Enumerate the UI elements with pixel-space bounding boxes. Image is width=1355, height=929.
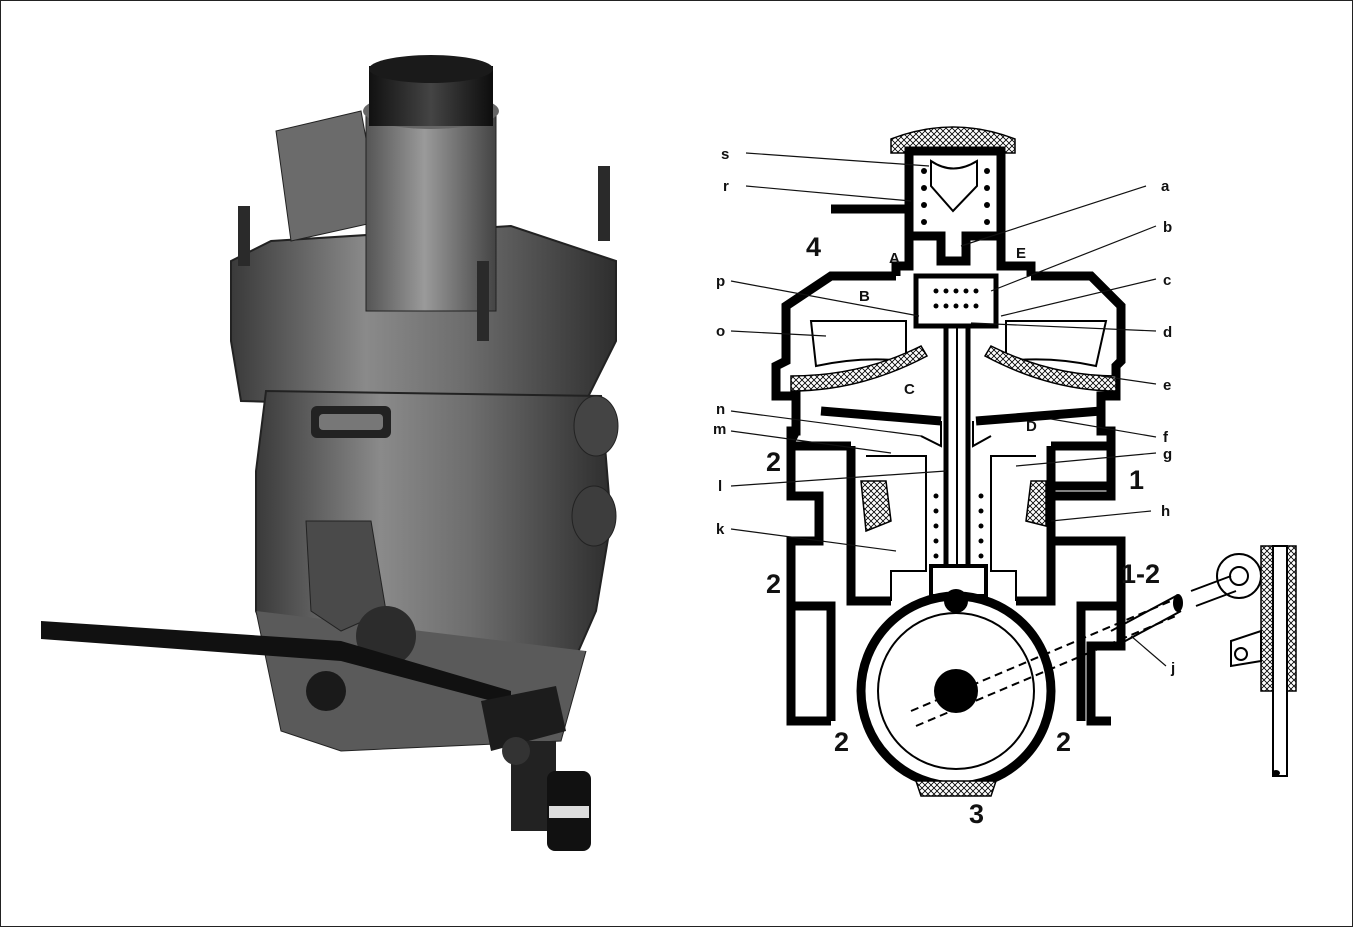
- part-label-m: m: [713, 421, 726, 438]
- chamber-label-E: E: [1016, 245, 1026, 262]
- part-label-e: e: [1163, 377, 1171, 394]
- part-label-c: c: [1163, 272, 1171, 289]
- port-label-1: 1: [1129, 465, 1144, 495]
- leader-lines: [730, 152, 1167, 667]
- part-label-j: j: [1170, 660, 1175, 677]
- chamber-label-C: C: [904, 381, 915, 398]
- spring-housing: [904, 146, 1006, 266]
- valve-cross-section-diagram: s r a b c d e f g h j k l m n o p A B C …: [713, 126, 1297, 829]
- chamber-label-B: B: [859, 288, 870, 305]
- port-label-3: 3: [969, 799, 984, 829]
- port-label-2-middle: 2: [766, 569, 781, 599]
- part-label-f: f: [1163, 429, 1169, 446]
- part-label-r: r: [723, 178, 729, 195]
- port-label-2-upper: 2: [766, 447, 781, 477]
- part-label-o: o: [716, 323, 725, 340]
- part-label-n: n: [716, 401, 725, 418]
- part-label-a: a: [1161, 178, 1170, 195]
- part-label-d: d: [1163, 324, 1172, 341]
- part-label-l: l: [718, 478, 722, 495]
- part-label-p: p: [716, 273, 725, 290]
- valve-photo: [41, 55, 619, 851]
- port-label-1-2: 1-2: [1121, 559, 1160, 589]
- port-label-2-bottom-left: 2: [834, 727, 849, 757]
- port-label-2-bottom-right: 2: [1056, 727, 1071, 757]
- port-label-4: 4: [806, 232, 821, 262]
- part-label-g: g: [1163, 446, 1172, 463]
- part-label-b: b: [1163, 219, 1172, 236]
- part-label-k: k: [716, 521, 725, 538]
- part-label-s: s: [721, 146, 729, 163]
- part-label-h: h: [1161, 503, 1170, 520]
- chamber-label-A: A: [889, 250, 900, 267]
- chamber-label-D: D: [1026, 418, 1037, 435]
